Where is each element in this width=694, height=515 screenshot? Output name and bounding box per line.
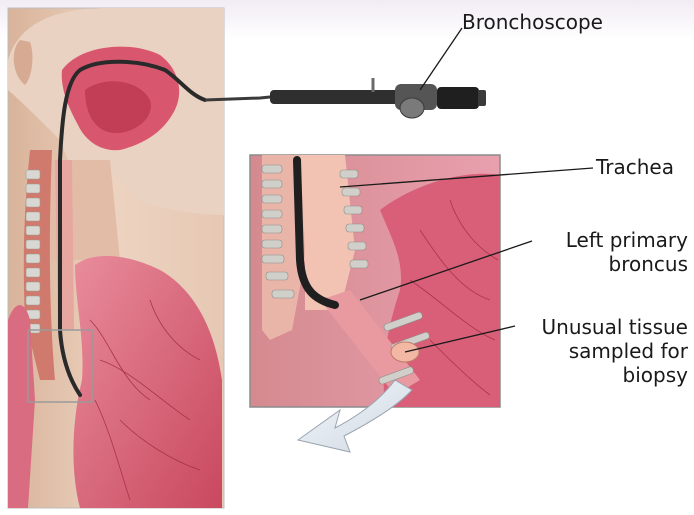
left-primary-bronchus-label-line-2: broncus bbox=[566, 252, 688, 276]
scope-eyepiece bbox=[437, 87, 479, 109]
scope-shaft bbox=[270, 90, 400, 104]
anatomy-panel bbox=[8, 8, 224, 508]
left-primary-bronchus-label: Left primary broncus bbox=[566, 228, 688, 276]
left-primary-bronchus-label-line-1: Left primary bbox=[566, 228, 688, 252]
unusual-tissue-label-line-3: biopsy bbox=[542, 363, 688, 387]
leader-bronchoscope bbox=[420, 28, 462, 90]
unusual-tissue-label-line-1: Unusual tissue bbox=[542, 315, 688, 339]
unusual-tissue-label: Unusual tissue sampled for biopsy bbox=[542, 315, 688, 387]
trachea-label: Trachea bbox=[596, 155, 674, 179]
inset-panel bbox=[250, 155, 500, 407]
bronchoscope-instrument bbox=[205, 78, 486, 118]
scope-control-knob bbox=[400, 98, 424, 118]
bronchoscope-label: Bronchoscope bbox=[462, 10, 603, 34]
unusual-tissue-label-line-2: sampled for bbox=[542, 339, 688, 363]
scope-eyepiece-cap bbox=[478, 90, 486, 106]
trachea-shape bbox=[55, 160, 74, 330]
